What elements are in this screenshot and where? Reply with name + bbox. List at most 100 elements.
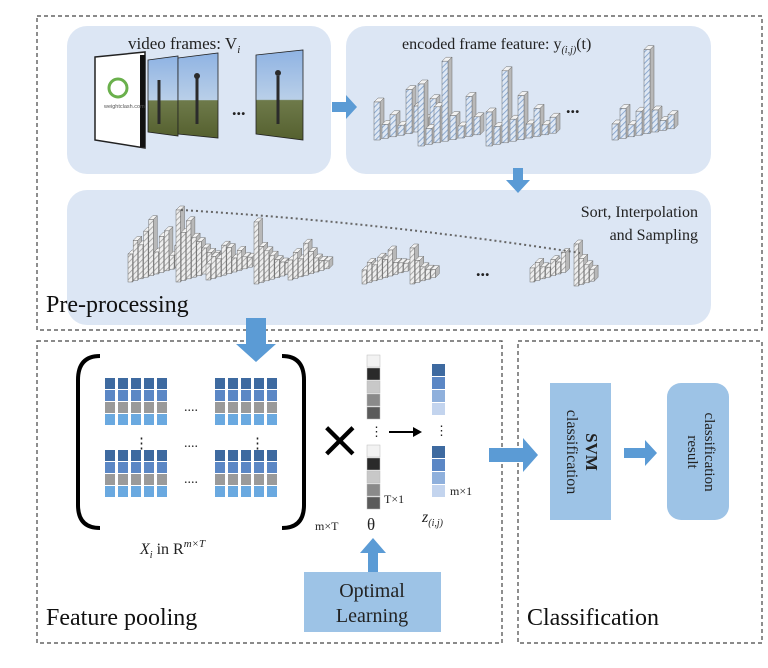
matrix-cell	[131, 414, 141, 425]
matrix-cell	[228, 390, 238, 401]
matrix-cell	[157, 402, 167, 413]
envelope-dotted-line	[180, 209, 581, 254]
matrix-cell	[241, 378, 251, 389]
matrix-cell	[118, 462, 128, 473]
z-cell	[432, 472, 445, 484]
sorted-ellipsis: ...	[476, 260, 490, 280]
classification-section	[517, 340, 763, 644]
matrix-cell	[228, 402, 238, 413]
matrix-dots-middle: ....	[184, 436, 198, 451]
dim-mT-label: m×T	[315, 519, 339, 533]
matrix-cell	[157, 390, 167, 401]
theta-cell	[366, 496, 381, 510]
theta-cell	[366, 444, 381, 458]
matrix-right-bracket	[281, 354, 306, 530]
matrix-cell	[144, 474, 154, 485]
matrix-cell	[144, 402, 154, 413]
matrix-cell	[144, 462, 154, 473]
matrix-cell	[105, 474, 115, 485]
matrix-cell	[228, 474, 238, 485]
arrow-svm-to-result	[624, 440, 657, 466]
matrix-cell	[157, 486, 167, 497]
matrix-cell	[267, 462, 277, 473]
matrix-cell	[144, 486, 154, 497]
matrix-cell	[131, 486, 141, 497]
matrix-cell	[267, 402, 277, 413]
arrow-z-to-svm	[489, 438, 538, 472]
video-frame-last	[255, 49, 304, 141]
theta-cell	[366, 406, 381, 420]
matrix-cell	[131, 402, 141, 413]
matrix-vdots-left: ⋮	[134, 436, 149, 452]
feature-bar	[667, 110, 679, 130]
matrix-cell	[241, 402, 251, 413]
z-label: z(i,j)	[421, 509, 444, 529]
matrix-cell	[241, 450, 251, 461]
result-line2-label: result	[684, 435, 700, 469]
matrix-cell	[118, 378, 128, 389]
svm-label: SVM	[582, 433, 601, 471]
matrix-cell	[118, 486, 128, 497]
z-cell	[432, 377, 445, 389]
theta-cell	[366, 393, 381, 407]
learning-label: Learning	[336, 605, 408, 627]
theta-vector	[366, 354, 381, 510]
matrix-cell	[215, 390, 225, 401]
sorted-feature-bars	[127, 205, 599, 287]
z-cell	[432, 459, 445, 471]
matrix-block	[105, 450, 167, 497]
arrow-frames-to-encoded	[332, 95, 357, 119]
matrix-cell	[105, 414, 115, 425]
svm-classification-label: classification	[563, 410, 580, 494]
encoded-feature-bars	[373, 44, 679, 147]
matrix-cell	[254, 390, 264, 401]
matrix-cell	[105, 402, 115, 413]
matrix-cell	[157, 378, 167, 389]
matrix-cell	[228, 414, 238, 425]
matrix-block	[215, 450, 277, 497]
matrix-cell	[157, 474, 167, 485]
feature-bar	[430, 264, 440, 279]
theta-vdots: ⋮	[370, 424, 383, 439]
z-cell	[432, 364, 445, 376]
multiply-sign: ×	[318, 410, 362, 470]
matrix-block	[215, 378, 277, 425]
feature-bar	[323, 256, 334, 270]
matrix-cell	[131, 474, 141, 485]
feature-bar	[549, 112, 561, 134]
matrix-block	[105, 378, 167, 425]
arrow-optimal-to-theta	[360, 538, 386, 578]
theta-cell	[366, 380, 381, 394]
result-box	[667, 383, 729, 520]
matrix-cell	[228, 450, 238, 461]
matrix-cell	[157, 414, 167, 425]
matrix-cell	[118, 474, 128, 485]
matrix-cell	[267, 390, 277, 401]
matrix-cell	[254, 402, 264, 413]
frames-ellipsis: ...	[232, 99, 246, 119]
feature-bar	[651, 105, 663, 133]
matrix-cell	[254, 414, 264, 425]
arrow-theta-to-z-head	[413, 427, 422, 437]
matrix-cell	[254, 450, 264, 461]
frame-card-text: weightclash.com	[103, 104, 145, 110]
matrix-cell	[267, 474, 277, 485]
matrix-cell	[144, 390, 154, 401]
matrix-cell	[131, 462, 141, 473]
matrix-cell	[157, 462, 167, 473]
matrix-cell	[241, 414, 251, 425]
matrix-cell	[267, 414, 277, 425]
matrix-cell	[254, 486, 264, 497]
matrix-cell	[267, 378, 277, 389]
matrix-cell	[105, 378, 115, 389]
matrix-cell	[241, 486, 251, 497]
matrix-cell	[215, 402, 225, 413]
matrix-cell	[105, 462, 115, 473]
matrix-cell	[215, 450, 225, 461]
matrix-cell	[144, 378, 154, 389]
feature-bar	[588, 264, 599, 282]
matrix-cell	[267, 486, 277, 497]
matrix-cell	[157, 450, 167, 461]
arrow-into-pooling	[236, 318, 276, 362]
